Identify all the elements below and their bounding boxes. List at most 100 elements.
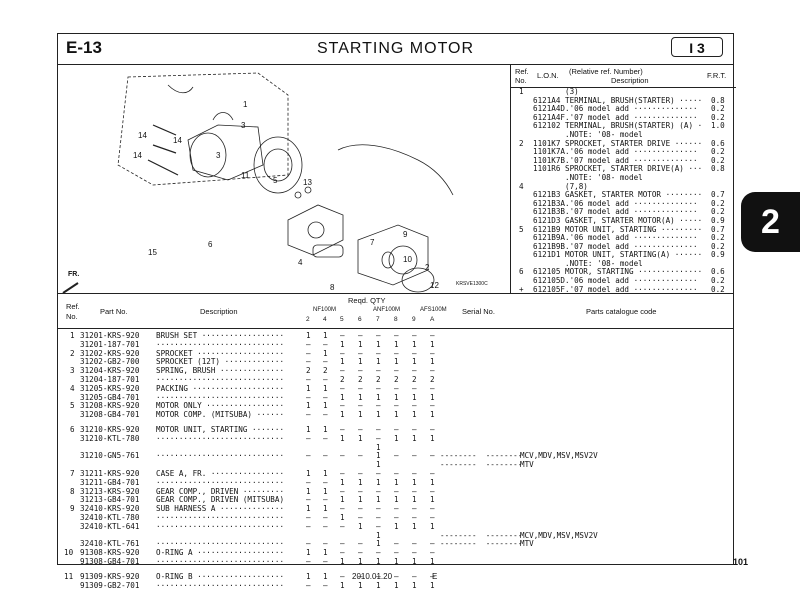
qty-cell: – (376, 571, 381, 581)
ref-row: 6121B3B.'07 model add ··············0.2 (511, 208, 736, 217)
description: CASE A, FR. ················ (156, 468, 285, 478)
ref-cell-desc: SPROCKET, STARTER DRIVE ······ (565, 138, 703, 148)
qty-cell: 1 (430, 580, 435, 590)
ref-cell-lon: 6121B3B (533, 207, 566, 217)
qty-cell: – (323, 410, 328, 420)
qty-cell: – (430, 512, 435, 522)
qty-cell: – (340, 468, 345, 478)
ref-no: 6 (70, 424, 75, 434)
qty-cell: 1 (340, 477, 345, 487)
qty-cell: – (394, 348, 399, 358)
table-row: 31211-GB4-701···························… (58, 477, 733, 488)
ref-cell-frt: 0.2 (711, 284, 725, 294)
part-number: 32410-KTL-780 (80, 512, 140, 522)
ref-cell-desc: GASKET, STARTER MOTOR ········ (565, 190, 703, 200)
qty-cell: – (376, 521, 381, 531)
part-number: 31204-187-701 (80, 374, 140, 384)
qty-cell: 2 (412, 374, 417, 384)
qty-cell: 2 (376, 374, 381, 384)
qty-cell: 1 (323, 383, 328, 393)
qty-cell: 2 (306, 366, 311, 376)
qty-cell: – (412, 331, 417, 340)
qty-cell: 2 (340, 374, 345, 384)
qty-cell: 1 (306, 331, 311, 340)
callout: 13 (303, 178, 312, 187)
qty-cell: 1 (376, 460, 381, 470)
description: O-RING B ··················· (156, 571, 285, 581)
qty-cell: – (306, 556, 311, 566)
qty-cell: – (358, 348, 363, 358)
qty-cell: – (358, 504, 363, 514)
ref-no: 5 (70, 401, 75, 411)
qty-cell: 1 (340, 556, 345, 566)
description: ···························· (156, 556, 285, 566)
ref-cell-desc: .'07 model add ·············· (565, 112, 698, 122)
callout: 8 (330, 283, 335, 292)
table-row: 31204-187-701···························… (58, 374, 733, 385)
qty-cell: 1 (323, 571, 328, 581)
description: ···························· (156, 339, 285, 349)
ref-cell-desc: .'06 model add ·············· (565, 104, 698, 114)
edition-code: E (432, 572, 438, 581)
diagram-svg: 1 2 3 3 4 5 6 7 8 9 10 11 12 13 14 14 14… (62, 72, 485, 317)
ref-cell-frt: 0.2 (711, 233, 725, 243)
qty-cell: – (430, 486, 435, 496)
qty-cell: – (358, 424, 363, 434)
qty-cell: 1 (376, 580, 381, 590)
qty-cell: 1 (412, 392, 417, 402)
description: MOTOR ONLY ················· (156, 401, 285, 411)
ref-row: 1(3) (511, 87, 736, 97)
qty-cell: – (376, 401, 381, 411)
qty-cell: 1 (376, 339, 381, 349)
qty-cell: – (306, 392, 311, 402)
qty-cell: – (323, 392, 328, 402)
qty-cell: – (376, 512, 381, 522)
ref-cell-desc: .'06 model add ·············· (565, 147, 698, 157)
description: ···························· (156, 477, 285, 487)
catalogue-code: MCV,MDV,MSV,MSV2V (520, 451, 598, 461)
qty-cell: 2 (323, 366, 328, 376)
table-row: 31205-GB4-701···························… (58, 392, 733, 403)
qty-cell: – (340, 451, 345, 461)
callout: 9 (403, 230, 408, 239)
qty-cell: 1 (323, 424, 328, 434)
qty-cell: 1 (430, 410, 435, 420)
ref-cell-frt: 0.2 (711, 155, 725, 165)
qty-cell: – (430, 504, 435, 514)
ref-cell-lon: 6121A4 (533, 95, 561, 105)
ref-row: 6121B3A.'06 model add ··············0.2 (511, 198, 736, 209)
qty-cell: 1 (430, 433, 435, 443)
qty-cell: 1 (306, 468, 311, 478)
qty-cell: – (430, 571, 435, 581)
ref-cell-ref: 2 (519, 138, 524, 148)
qty-cell: – (394, 424, 399, 434)
description: ···························· (156, 539, 285, 549)
description: ···························· (156, 433, 285, 443)
qty-cell: 2 (358, 374, 363, 384)
section-tab[interactable]: 2 (741, 192, 800, 252)
ref-cell-lon: 6121B3A (533, 198, 566, 208)
qty-cell: – (412, 348, 417, 358)
drawing-number: KRSVE1300C (456, 281, 488, 287)
callout: 5 (273, 176, 278, 185)
qty-cell: – (306, 451, 311, 461)
qty-cell: – (358, 548, 363, 558)
qty-cell: – (306, 580, 311, 590)
ref-cell-desc: MOTOR UNIT, STARTING(A) ······ (565, 250, 703, 260)
qty-col-header: A (430, 316, 435, 323)
description: ···························· (156, 521, 285, 531)
ref-cell-desc: TERMINAL, BRUSH(STARTER) (A) · (565, 121, 703, 131)
exploded-diagram: 1 2 3 3 4 5 6 7 8 9 10 11 12 13 14 14 14… (58, 65, 510, 317)
qty-cell: – (323, 580, 328, 590)
part-number: 32410-KRS-920 (80, 504, 140, 514)
catalogue-code: MCV,MDV,MSV,MSV2V (520, 530, 598, 540)
